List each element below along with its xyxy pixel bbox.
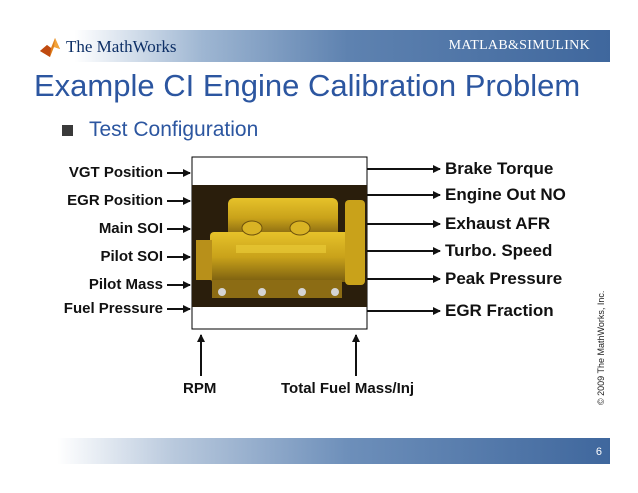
copyright-notice: © 2009 The MathWorks, Inc. — [596, 290, 606, 405]
output-label: EGR Fraction — [445, 301, 554, 320]
input-label: EGR Position — [67, 192, 163, 209]
mathworks-logo-icon — [40, 38, 60, 57]
header-bar — [28, 30, 610, 62]
matlab-simulink-brand: MATLAB&SIMULINK — [448, 38, 590, 53]
input-label: VGT Position — [68, 164, 163, 181]
input-label: Main SOI — [98, 220, 163, 237]
bullet-item: Test Configuration — [62, 118, 258, 142]
mathworks-logo: The MathWorks — [38, 34, 177, 60]
output-label: Peak Pressure — [445, 269, 563, 288]
output-label: Exhaust AFR — [445, 214, 551, 233]
slide-title: Example CI Engine Calibration Problem — [34, 68, 581, 103]
bullet-text: Test Configuration — [89, 118, 259, 141]
logo-text: The MathWorks — [66, 37, 177, 56]
engine-photo — [192, 185, 367, 307]
input-label: Pilot Mass — [88, 276, 163, 293]
input-label: Fuel Pressure — [63, 300, 163, 317]
output-label: Turbo. Speed — [445, 241, 553, 260]
bullet-square-icon — [62, 124, 73, 136]
bottom-input-label: RPM — [183, 380, 217, 397]
input-label: Pilot SOI — [100, 248, 163, 265]
footer-bar — [28, 438, 610, 464]
output-label: Brake Torque — [445, 159, 554, 178]
page-number: 6 — [595, 446, 602, 458]
output-label: Engine Out NO — [445, 185, 566, 204]
bottom-input-label: Total Fuel Mass/Inj — [281, 380, 415, 397]
